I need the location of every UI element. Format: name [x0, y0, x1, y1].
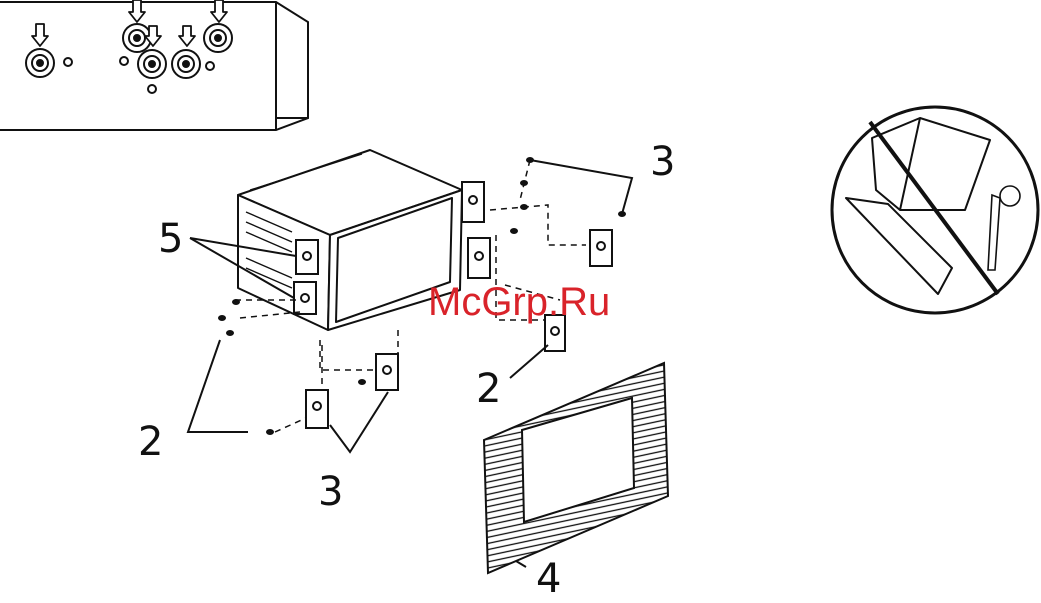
trim-ring [484, 363, 668, 573]
mounting-clip [376, 354, 398, 390]
down-arrow-icon [129, 0, 145, 22]
callout-trim-ring: 4 [536, 556, 561, 602]
no-entry-sign-icon [832, 107, 1038, 313]
rca-jack-icon [204, 24, 232, 52]
callout-brackets-upper: 3 [650, 139, 675, 185]
down-arrow-icon [211, 0, 227, 22]
mounting-clip [306, 390, 328, 428]
callout-screws-left: 2 [138, 419, 163, 465]
watermark: McGrp.Ru [428, 280, 610, 324]
rear-bracket [462, 182, 490, 278]
port-hole [206, 62, 214, 70]
port-hole [148, 85, 156, 93]
callout-mount-screws: 5 [158, 216, 183, 262]
down-arrow-icon [32, 24, 48, 46]
callout-brackets-lower: 3 [318, 469, 343, 515]
rca-jack-icon [172, 50, 200, 78]
callout-screws-right: 2 [476, 366, 501, 412]
port-hole [64, 58, 72, 66]
port-hole [120, 57, 128, 65]
rca-jack-icon [138, 50, 166, 78]
down-arrow-icon [179, 26, 195, 46]
mounting-clip [590, 230, 612, 266]
rca-jack-icon [26, 49, 54, 77]
